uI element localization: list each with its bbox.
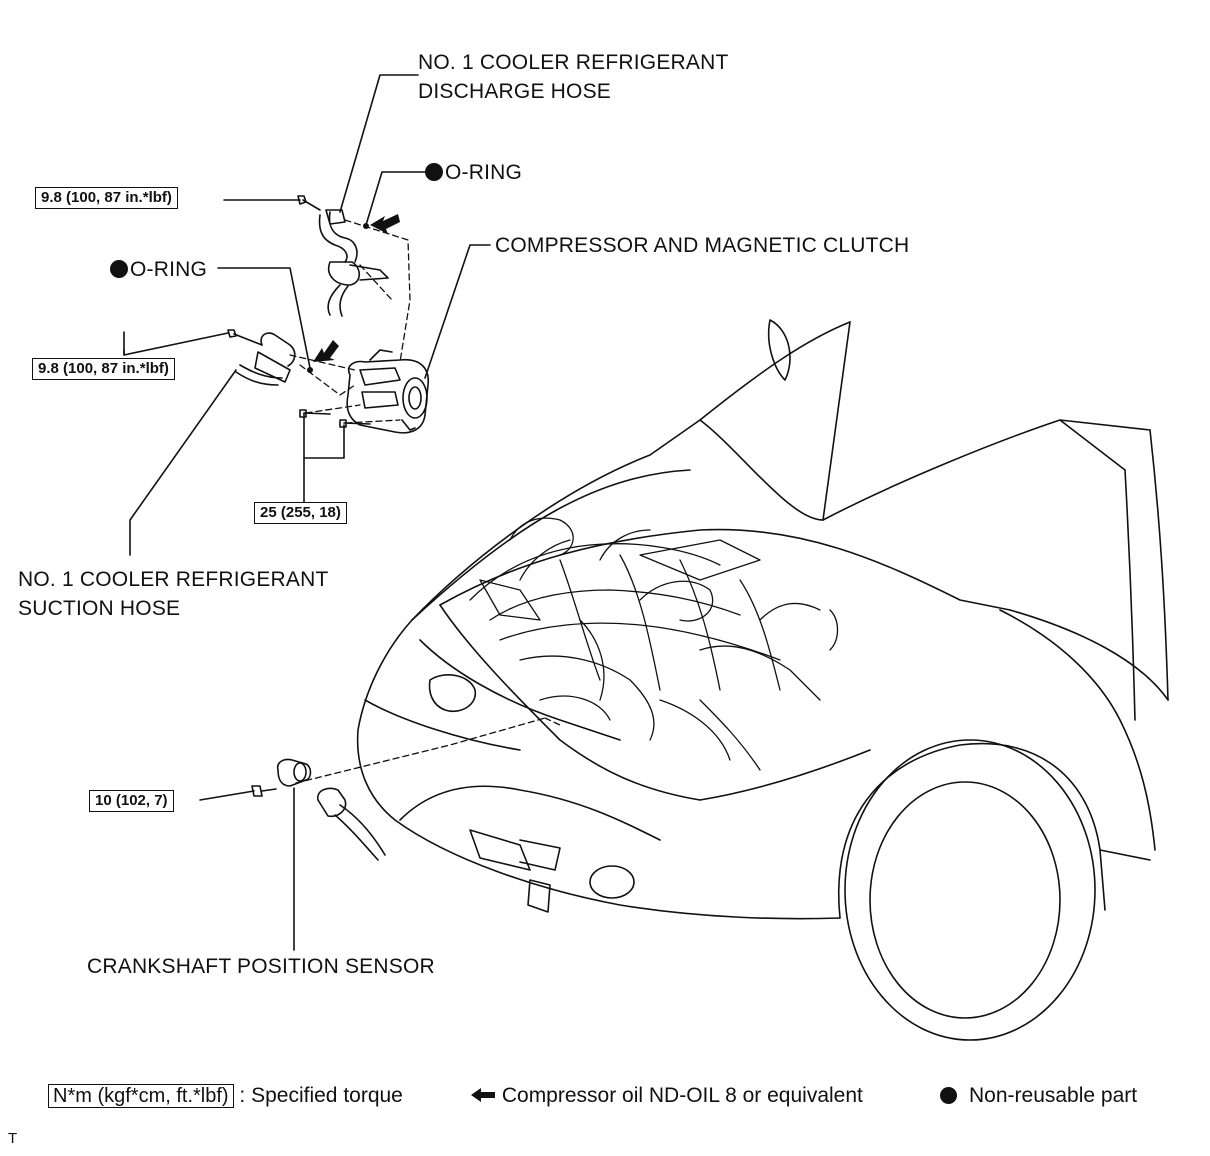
torque-box-sensor-bolt: 10 (102, 7) [89,790,174,812]
compressor-label: COMPRESSOR AND MAGNETIC CLUTCH [495,234,910,257]
suction-hose-label-line2: SUCTION HOSE [18,597,181,620]
discharge-bolt [297,195,321,211]
non-reusable-dot-icon [110,260,128,278]
o-ring-label-lower: O-RING [110,255,207,284]
legend-oil-desc: Compressor oil ND-OIL 8 or equivalent [501,1084,863,1107]
discharge-hose-part [318,209,389,317]
suction-bolt [227,329,263,346]
crankshaft-sensor-label: CRANKSHAFT POSITION SENSOR [87,955,435,978]
non-reusable-dot-icon [940,1087,957,1104]
corner-mark: T [8,1130,18,1147]
legend-torque-unit: N*m (kgf*cm, ft.*lbf) [48,1084,234,1108]
discharge-hose-label-line1: NO. 1 COOLER REFRIGERANT [418,51,729,74]
crankshaft-sensor-part [251,758,386,861]
discharge-hose-label: NO. 1 COOLER REFRIGERANT DISCHARGE HOSE [418,48,729,106]
non-reusable-dot-icon [425,163,443,181]
suction-hose-label: NO. 1 COOLER REFRIGERANT SUCTION HOSE [18,565,329,623]
compressor-part [346,349,429,434]
vehicle-outline [356,319,1169,1041]
legend-oil: Compressor oil ND-OIL 8 or equivalent [470,1082,863,1110]
assembly-dashed-lines [289,219,561,784]
o-ring-label-upper: O-RING [425,158,522,187]
torque-box-compressor-bolts: 25 (255, 18) [254,502,347,524]
suction-hose-label-line1: NO. 1 COOLER REFRIGERANT [18,568,329,591]
o-ring-text: O-RING [130,258,208,281]
legend-torque-desc: : Specified torque [239,1084,403,1107]
legend-nonreusable: Non-reusable part [940,1082,1137,1110]
o-ring-marks [307,223,369,373]
oil-application-arrows [313,214,400,362]
legend-nonreusable-desc: Non-reusable part [969,1084,1138,1107]
o-ring-text: O-RING [445,161,523,184]
torque-box-suction-bolt: 9.8 (100, 87 in.*lbf) [32,358,175,380]
torque-box-discharge-bolt: 9.8 (100, 87 in.*lbf) [35,187,178,209]
discharge-hose-label-line2: DISCHARGE HOSE [418,80,611,103]
engine-detail [469,517,839,771]
leader-lines [123,74,491,951]
oil-arrow-icon [471,1088,495,1102]
legend-torque: N*m (kgf*cm, ft.*lbf) : Specified torque [48,1082,403,1110]
suction-hose-part [235,332,296,386]
